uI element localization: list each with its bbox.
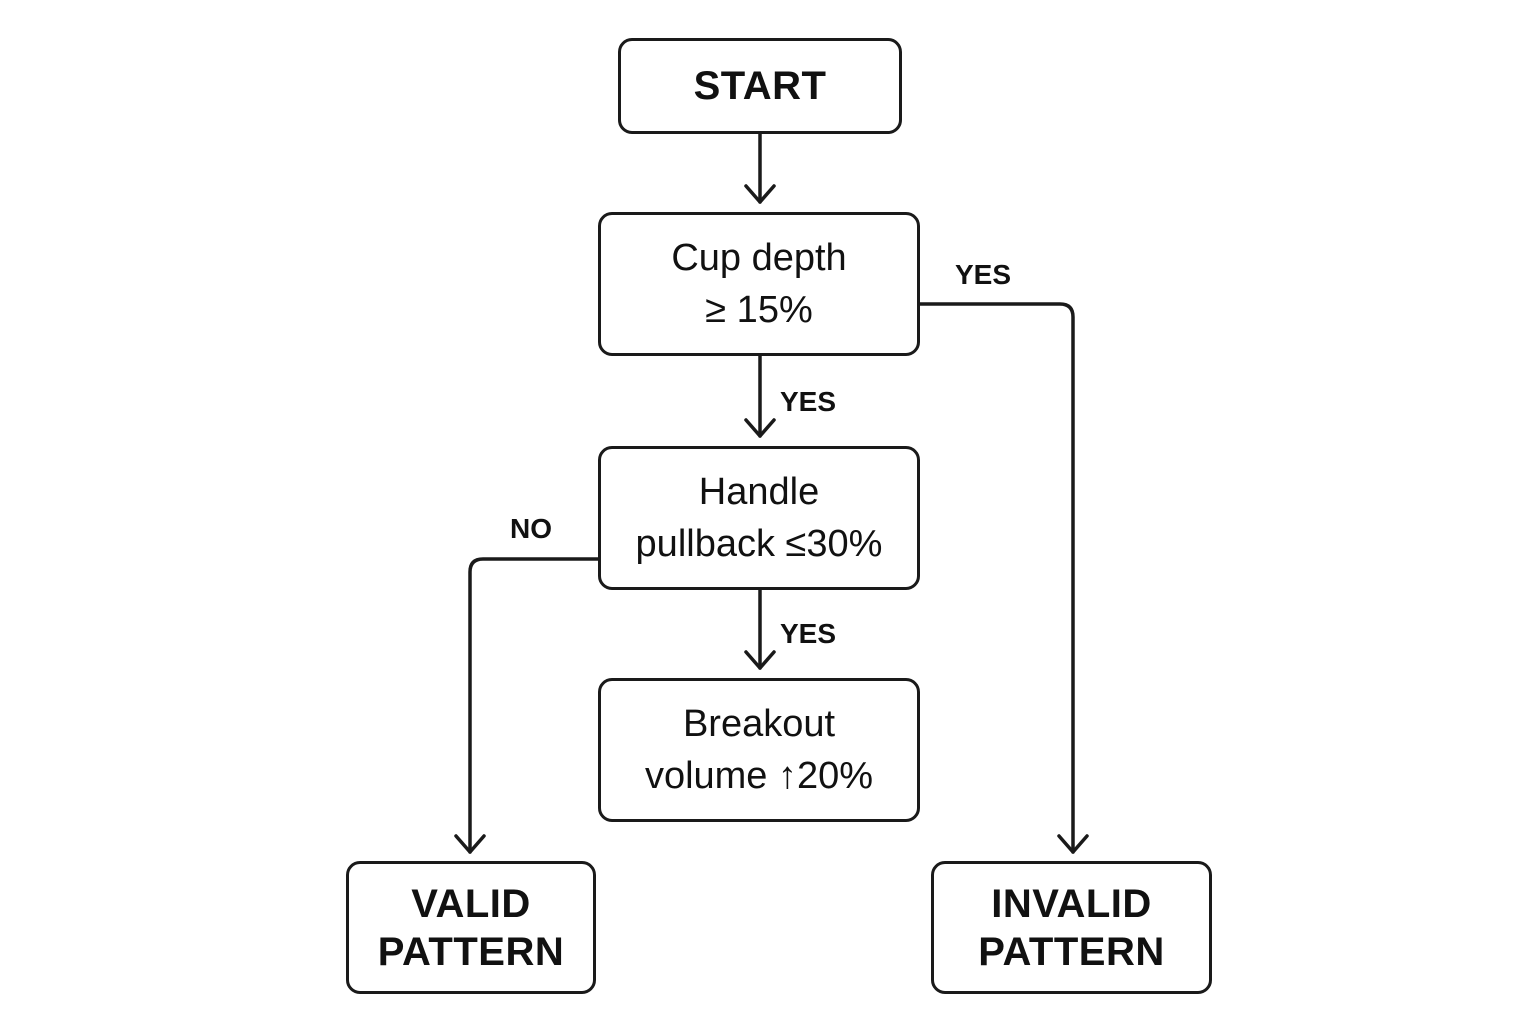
cup-depth-label-line-1: Cup depth (671, 237, 847, 279)
invalid-pattern-label-line-2: PATTERN (978, 929, 1165, 974)
arrowhead-cup-to-handle (744, 418, 776, 438)
handle-pullback-label-line-2: pullback ≤30% (635, 523, 883, 565)
start-node: START (618, 38, 902, 134)
cup-depth-label-line-2: ≥ 15% (705, 289, 813, 331)
edge-label-cup-to-invalid: YES (955, 259, 1012, 290)
valid-pattern-node: VALID PATTERN (346, 861, 596, 994)
arrowhead-cup-to-invalid (1057, 834, 1089, 854)
arrow-handle-to-valid (468, 557, 600, 854)
invalid-pattern-node: INVALID PATTERN (931, 861, 1212, 994)
handle-pullback-label-line-1: Handle (698, 471, 820, 513)
breakout-volume-node: Breakout volume ↑20% (598, 678, 920, 822)
breakout-volume-label-line-1: Breakout (682, 703, 836, 745)
arrowhead-start-to-cup (744, 184, 776, 204)
arrowhead-handle-to-breakout (744, 650, 776, 670)
arrow-cup-to-invalid (918, 302, 1075, 854)
edge-label-cup-to-handle: YES (780, 386, 837, 417)
start-node-label: START (693, 64, 827, 108)
handle-pullback-node: Handle pullback ≤30% (598, 446, 920, 590)
invalid-pattern-label-line-1: INVALID (991, 881, 1152, 926)
arrowhead-handle-to-valid (454, 834, 486, 854)
valid-pattern-label-line-1: VALID (411, 881, 531, 926)
edge-label-handle-to-breakout: YES (780, 618, 837, 649)
breakout-volume-label-line-2: volume ↑20% (644, 755, 874, 797)
valid-pattern-label-line-2: PATTERN (377, 929, 565, 974)
edge-label-handle-to-valid: NO (510, 513, 552, 544)
cup-depth-node: Cup depth ≥ 15% (598, 212, 920, 356)
